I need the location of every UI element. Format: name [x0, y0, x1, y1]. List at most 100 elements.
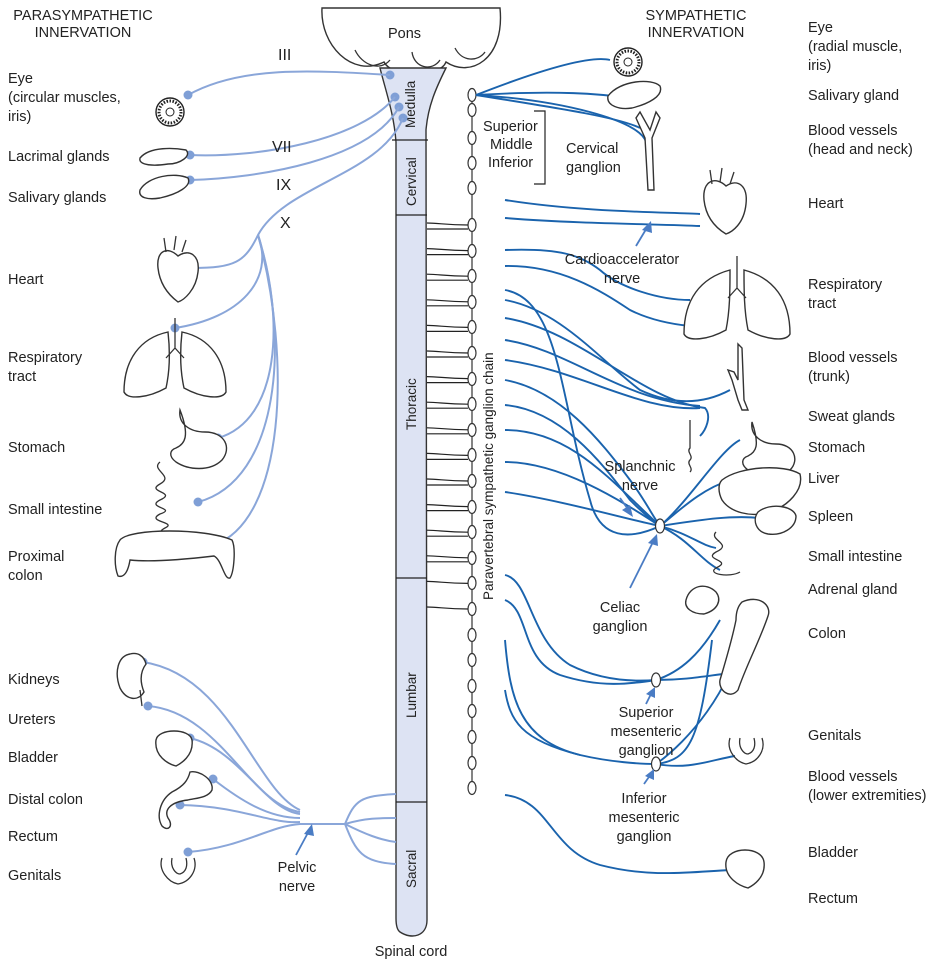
sympathetic-header: SYMPATHETIC	[646, 8, 747, 24]
distal-colon-icon	[159, 772, 212, 829]
chain-ganglion	[468, 296, 476, 309]
para-distal-colon-label: Distal colon	[8, 792, 83, 808]
para-salivary-label: Salivary glands	[8, 190, 106, 206]
chain-ganglion	[468, 132, 476, 145]
para-small-intestine-label: Small intestine	[8, 502, 102, 518]
white-ramus-connector	[427, 453, 468, 455]
chain-ganglion	[468, 398, 476, 411]
kidney-icon	[117, 653, 146, 698]
white-ramus-connector	[427, 249, 468, 251]
white-ramus-connector	[427, 402, 468, 404]
celiac-label-2: ganglion	[593, 619, 648, 635]
inferior-mesenteric-label-3: ganglion	[617, 829, 672, 845]
para-respiratory-label-2: tract	[8, 369, 36, 385]
symp-heart-icon	[704, 168, 746, 234]
chain-ganglion	[468, 270, 476, 283]
symp-bladder-icon	[726, 850, 764, 888]
symp-bladder-label: Bladder	[808, 845, 858, 861]
white-ramus-connector	[427, 581, 468, 583]
pons-label: Pons	[388, 26, 421, 42]
chain-connectors	[427, 223, 468, 609]
inferior-mesenteric-label-2: mesenteric	[609, 810, 680, 826]
symp-bv-trunk-label: Blood vessels	[808, 350, 897, 366]
splanchnic-label: Splanchnic	[605, 459, 676, 475]
chain-ganglion	[468, 757, 476, 770]
symp-genitals-label: Genitals	[808, 728, 861, 744]
celiac-arrowhead	[648, 534, 658, 546]
lungs-icon	[124, 318, 226, 397]
white-ramus-connector	[427, 505, 468, 507]
para-eye-label-3: iris)	[8, 109, 31, 125]
white-ramus-connector	[427, 428, 468, 430]
cardioaccelerator-label: Cardioaccelerator	[565, 252, 680, 268]
chain-ganglion	[468, 104, 476, 117]
cranial-nerve-X: X	[280, 215, 291, 232]
chain-ganglion	[468, 680, 476, 693]
head-vessels-icon	[636, 112, 660, 190]
proximal-colon-icon	[115, 531, 234, 578]
inferior-mesenteric-label: Inferior	[621, 791, 666, 807]
adrenal-gland-icon	[686, 586, 719, 614]
superior-mesenteric-label-3: ganglion	[619, 743, 674, 759]
chain-ganglion	[468, 245, 476, 258]
spleen-icon	[755, 506, 796, 534]
symp-rectum-label: Rectum	[808, 891, 858, 907]
para-proximal-colon-label: Proximal	[8, 549, 64, 565]
inferior-mesenteric-arrowhead	[645, 769, 654, 780]
superior-mesenteric-ganglion-node	[652, 673, 661, 687]
lumbar-label: Lumbar	[404, 672, 419, 718]
spinal-cord-label: Spinal cord	[375, 944, 448, 960]
para-stomach-label: Stomach	[8, 440, 65, 456]
cervical-label: Cervical	[404, 157, 419, 206]
chain-ganglion	[468, 475, 476, 488]
chain-ganglion	[468, 449, 476, 462]
chain-label: Paravertebral sympathetic ganglion chain	[481, 352, 496, 600]
para-ureters-label: Ureters	[8, 712, 56, 728]
symp-respiratory-label-2: tract	[808, 296, 836, 312]
white-ramus-connector	[427, 274, 468, 276]
splanchnic-label-2: nerve	[622, 478, 658, 494]
cranial-nerve-VII: VII	[272, 139, 292, 156]
cranial-nerve-III: III	[278, 47, 291, 64]
symp-bv-lower-label-2: (lower extremities)	[808, 788, 926, 804]
symp-spleen-label: Spleen	[808, 509, 853, 525]
lacrimal-gland-icon	[140, 148, 188, 165]
para-eye-label: Eye	[8, 71, 33, 87]
stomach-icon	[171, 410, 227, 469]
para-rectum-label: Rectum	[8, 829, 58, 845]
chain-ganglion	[468, 629, 476, 642]
bladder-icon	[156, 731, 192, 766]
trunk-vessels-icon	[728, 344, 748, 410]
superior-mesenteric-label: Superior	[619, 705, 674, 721]
white-ramus-connector	[427, 223, 468, 225]
chain-ganglion	[468, 654, 476, 667]
chain-ganglion	[468, 219, 476, 232]
chain-ganglion	[468, 577, 476, 590]
symp-lungs-icon	[684, 256, 790, 339]
symp-sweat-label: Sweat glands	[808, 409, 895, 425]
splanchnic-arrowhead	[622, 505, 633, 517]
symp-small-intestine-label: Small intestine	[808, 549, 902, 565]
sympathetic-header-line2: INNERVATION	[648, 25, 745, 41]
inferior-cervical-label: Inferior	[488, 155, 533, 171]
middle-cervical-label: Middle	[490, 137, 533, 153]
symp-bv-head-label-2: (head and neck)	[808, 142, 913, 158]
symp-eye-label-3: iris)	[808, 58, 831, 74]
para-respiratory-label: Respiratory	[8, 350, 83, 366]
chain-ganglion	[468, 424, 476, 437]
chain-ganglion	[468, 157, 476, 170]
symp-heart-label: Heart	[808, 196, 843, 212]
white-ramus-connector	[427, 377, 468, 379]
symp-adrenal-label: Adrenal gland	[808, 582, 898, 598]
sympathetic-chain	[427, 89, 476, 795]
small-intestine-icon	[156, 462, 190, 535]
superior-mesenteric-label-2: mesenteric	[611, 724, 682, 740]
parasympathetic-header: PARASYMPATHETIC	[13, 8, 152, 24]
symp-bv-trunk-label-2: (trunk)	[808, 369, 850, 385]
symp-colon-icon	[720, 599, 769, 694]
celiac-ganglion-node	[656, 519, 665, 533]
para-proximal-colon-label-2: colon	[8, 568, 43, 584]
white-ramus-connector	[427, 530, 468, 532]
para-genitals-label: Genitals	[8, 868, 61, 884]
cardio-arrowhead	[642, 221, 652, 233]
